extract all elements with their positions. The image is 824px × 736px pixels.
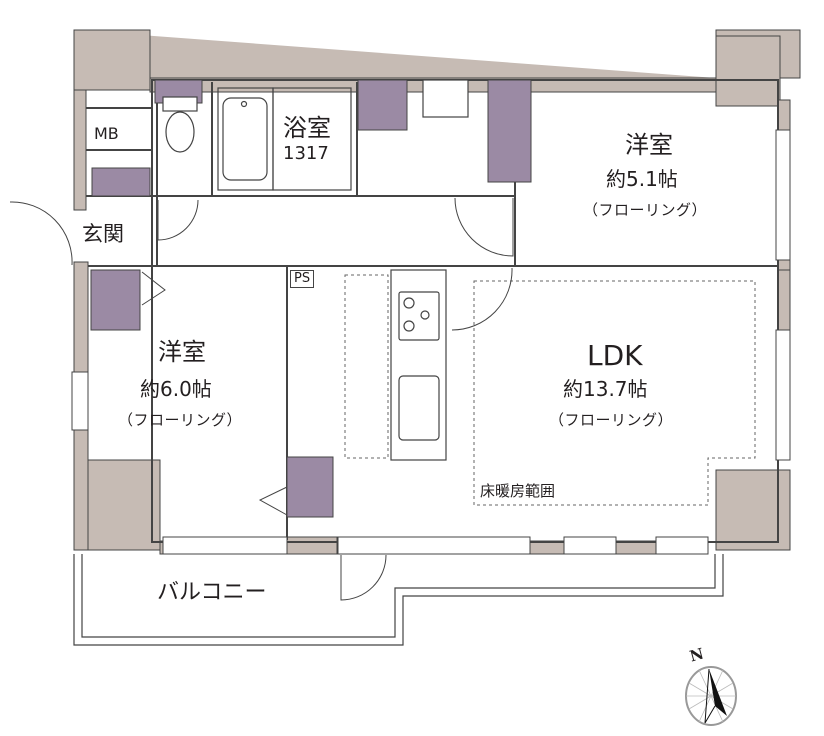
windows xyxy=(71,129,791,555)
closet-room2 xyxy=(90,269,141,331)
pipe-space-label: PS xyxy=(290,270,315,288)
fixtures xyxy=(162,79,469,461)
bathroom-label: 浴室 xyxy=(283,114,331,142)
door-swings xyxy=(9,197,514,601)
bathroom-size: 1317 xyxy=(283,143,329,164)
floor-heating-zone xyxy=(344,274,756,506)
balcony-outline xyxy=(73,554,724,646)
closet-entrance xyxy=(91,167,151,197)
meter-box-label: MB xyxy=(94,124,119,143)
ldk-size: 約13.7帖 xyxy=(563,377,648,401)
western-room-2-size: 約6.0帖 xyxy=(140,377,212,401)
western-room-1-size: 約5.1帖 xyxy=(606,167,678,191)
closet-room1 xyxy=(487,79,532,183)
compass-north-icon xyxy=(685,666,737,726)
floor-heating-label: 床暖房範囲 xyxy=(480,482,556,500)
ldk-floor: （フローリング） xyxy=(549,411,674,429)
closet-washer xyxy=(357,79,408,131)
western-room-1-floor: （フローリング） xyxy=(583,201,708,219)
balcony-label: バルコニー xyxy=(157,580,267,605)
ldk-label: LDK xyxy=(587,339,643,372)
western-room-1-label: 洋室 xyxy=(625,131,673,159)
storage-closets xyxy=(90,79,532,518)
western-room-2-label: 洋室 xyxy=(158,338,206,366)
entrance-label: 玄関 xyxy=(82,222,124,246)
western-room-2-floor: （フローリング） xyxy=(118,411,243,429)
closet-room2-b xyxy=(286,456,334,518)
